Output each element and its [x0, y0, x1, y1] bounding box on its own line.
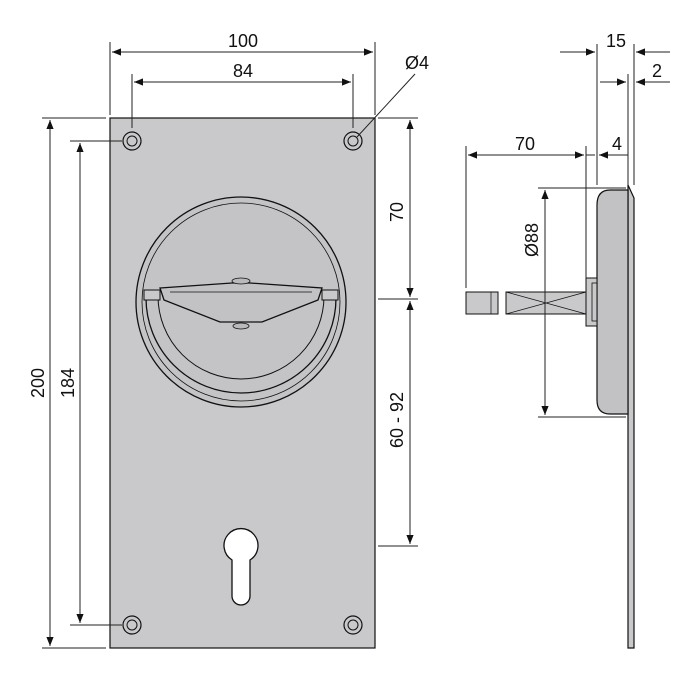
screw-hole-top-left — [122, 131, 142, 151]
dim-top-to-center: 70 — [378, 117, 418, 300]
side-bushing — [585, 277, 598, 327]
dim-hole-spacing-height: 184 — [58, 140, 122, 626]
screw-hole-top-right — [343, 131, 363, 151]
dim-overall-width: 100 — [109, 31, 376, 115]
label-hole-diameter: Ø4 — [405, 53, 429, 73]
dim-hole-diameter: Ø4 — [356, 53, 429, 138]
label-rosette-diameter: Ø88 — [522, 223, 542, 257]
keyhole — [223, 527, 259, 606]
dim-spindle-length: 70 — [465, 134, 587, 288]
screw-hole-bottom-left — [122, 615, 142, 635]
front-view: 100 84 Ø4 200 184 — [28, 31, 429, 649]
label-overall-depth: 15 — [606, 31, 626, 51]
side-spindle-tip — [465, 291, 499, 315]
handle-recess — [135, 196, 347, 408]
dim-overall-depth: 15 — [560, 31, 670, 185]
dim-rosette-diameter: Ø88 — [522, 187, 626, 418]
dim-plate-offset: 4 — [586, 134, 628, 159]
label-plate-thickness: 2 — [652, 61, 662, 81]
dim-center-to-cylinder: 60 - 92 — [378, 301, 418, 547]
dim-overall-height: 200 — [28, 117, 106, 649]
side-rosette — [596, 189, 629, 415]
label-hole-spacing-height: 184 — [58, 368, 78, 398]
label-overall-height: 200 — [28, 368, 48, 398]
label-top-to-center: 70 — [387, 202, 407, 222]
screw-hole-bottom-right — [343, 615, 363, 635]
label-overall-width: 100 — [228, 31, 258, 51]
side-plate — [627, 184, 635, 649]
label-plate-offset: 4 — [612, 134, 622, 154]
label-spindle-length: 70 — [515, 134, 535, 154]
label-center-to-cylinder: 60 - 92 — [387, 392, 407, 448]
dim-hole-spacing-width: 84 — [131, 61, 354, 128]
label-hole-spacing-width: 84 — [233, 61, 253, 81]
dim-plate-thickness: 2 — [600, 61, 670, 185]
ring-handle — [145, 292, 337, 394]
side-view: 15 2 70 4 Ø88 — [465, 31, 670, 649]
